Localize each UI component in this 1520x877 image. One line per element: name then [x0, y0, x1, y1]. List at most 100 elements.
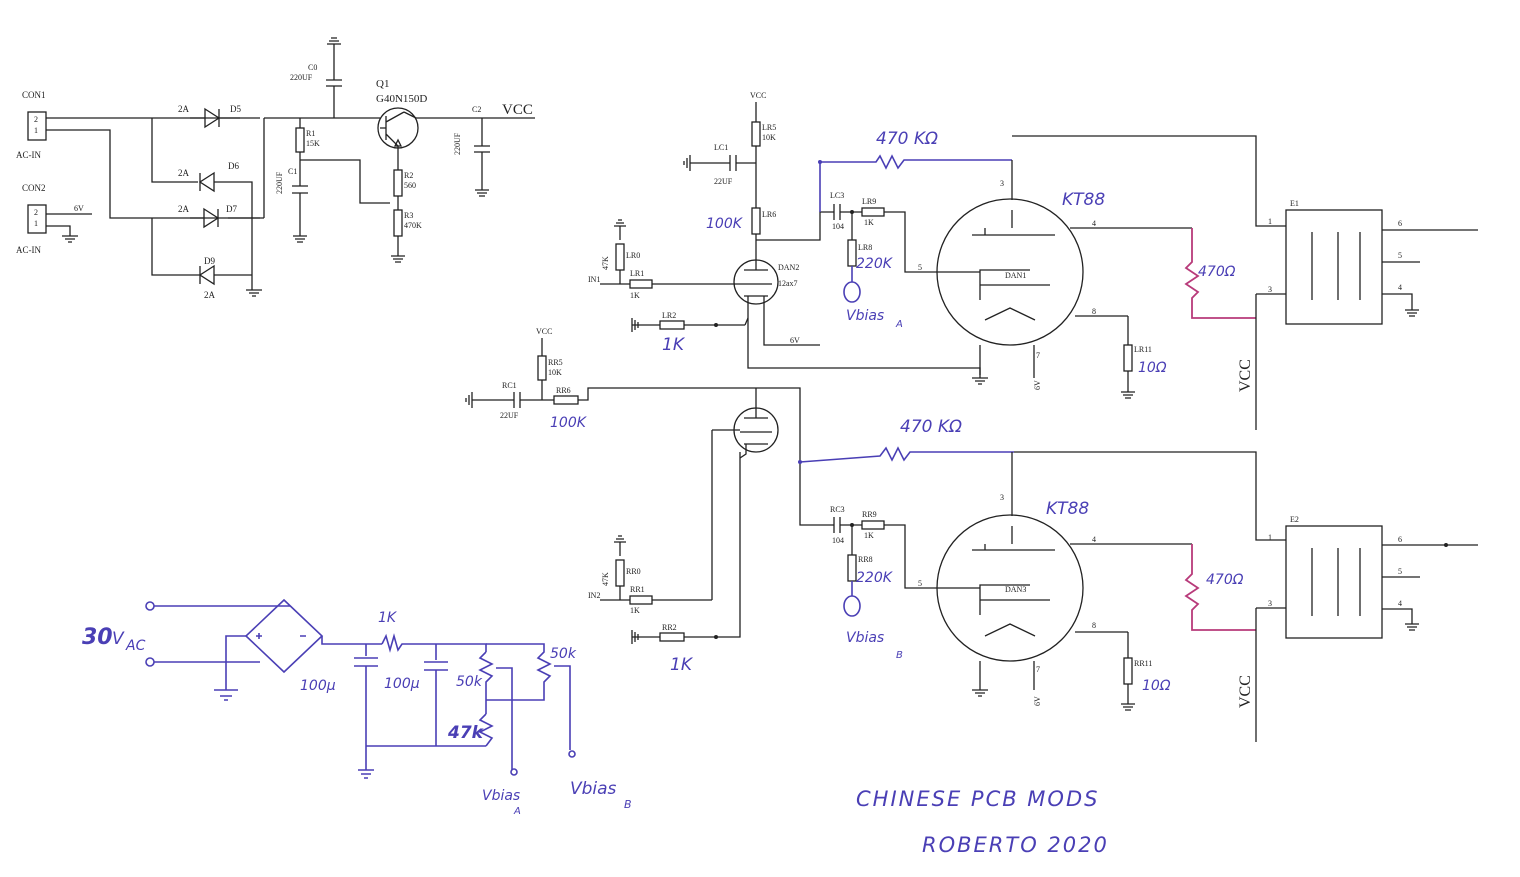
- e1-pin1: 1: [1268, 217, 1272, 226]
- c1-value: 220UF: [275, 171, 284, 194]
- rr6-value-hand: 100K: [550, 415, 588, 431]
- r3-resistor: [393, 209, 403, 237]
- lr6-resistor: [751, 207, 761, 235]
- dan2-part: 12ax7: [778, 279, 798, 288]
- in1-label: IN1: [588, 275, 600, 284]
- rr11-resistor: [1123, 657, 1133, 685]
- dan3-heater-net: 6V: [1033, 696, 1042, 706]
- bias-c2-label: 100µ: [384, 676, 420, 692]
- rr0-label: RR0: [626, 567, 641, 576]
- channel-b-output: RC3 104 RR9 1K RR8 220K Vbias B 470 KΩ D…: [798, 417, 1478, 742]
- e2-pin4: 4: [1398, 599, 1402, 608]
- rc3-label: RC3: [830, 505, 845, 514]
- con1-label: CON1: [22, 90, 46, 100]
- lr11-resistor: [1123, 344, 1133, 372]
- lr0-value: 47K: [601, 256, 610, 270]
- out-b-sub: B: [624, 798, 632, 811]
- d7-rating: 2A: [178, 204, 190, 214]
- rr9-value: 1K: [864, 531, 874, 540]
- dan3-pin8: 8: [1092, 621, 1096, 630]
- c0-label: C0: [308, 63, 317, 72]
- lr0-resistor: [615, 243, 625, 271]
- c2-capacitor: [474, 118, 490, 197]
- out-a-sub: A: [513, 806, 521, 817]
- con1-type: AC-IN: [16, 150, 41, 160]
- lc3-value: 104: [832, 222, 844, 231]
- con2-net-6v: 6V: [74, 204, 84, 213]
- dan3-pin7: 7: [1036, 665, 1040, 674]
- lr0-label: LR0: [626, 251, 640, 260]
- kt88-a-label: KT88: [1062, 190, 1105, 210]
- d6-label: D6: [228, 161, 239, 171]
- lr1-value: 1K: [630, 291, 640, 300]
- con1-connector: [27, 111, 47, 141]
- d7-diode: [190, 207, 220, 229]
- in2-label: IN2: [588, 591, 600, 600]
- lc1-label: LC1: [714, 143, 728, 152]
- lr2-resistor: [659, 320, 685, 330]
- lr1-resistor: [629, 279, 653, 289]
- lr2-label: LR2: [662, 311, 676, 320]
- con2-type: AC-IN: [16, 245, 41, 255]
- vbias-a-label: Vbias: [846, 308, 884, 324]
- channel-a-output: LC3 104 LR9 1K LR8 220K Vbias A 470 KΩ D…: [818, 129, 1478, 430]
- r2-value: 560: [404, 181, 416, 190]
- con2-label: CON2: [22, 183, 46, 193]
- e2-pin5: 5: [1398, 567, 1402, 576]
- d5-label: D5: [230, 104, 241, 114]
- e2-pin6: 6: [1398, 535, 1402, 544]
- dan2-label: DAN2: [778, 263, 799, 272]
- rr8-resistor: [847, 554, 857, 582]
- rr5-net-label: VCC: [536, 327, 552, 336]
- dan1-pin8: 8: [1092, 307, 1096, 316]
- dan3-pin5: 5: [918, 579, 922, 588]
- bias-c1-label: 100µ: [300, 678, 336, 694]
- lr11-label: LR11: [1134, 345, 1152, 354]
- con2-pin1: 1: [34, 219, 38, 228]
- screen-b-label: 470Ω: [1206, 572, 1244, 588]
- lr9-label: LR9: [862, 197, 876, 206]
- c1-capacitor: [292, 185, 308, 243]
- e1-pin4: 4: [1398, 283, 1402, 292]
- dan3-label: DAN3: [1005, 585, 1026, 594]
- rc1-capacitor: [465, 392, 521, 408]
- rr1-label: RR1: [630, 585, 645, 594]
- rr8-value-hand: 220K: [856, 570, 894, 586]
- d5-rating: 2A: [178, 104, 190, 114]
- channel-b-preamp: VCC RR5 10K RC1 22UF RR6 100K RR0 47K IN…: [465, 327, 834, 675]
- screen-a-label: 470Ω: [1198, 264, 1236, 280]
- dan1-label: DAN1: [1005, 271, 1026, 280]
- rr11-label: RR11: [1134, 659, 1152, 668]
- dan1-pin7: 7: [1036, 351, 1040, 360]
- rc1-label: RC1: [502, 381, 517, 390]
- rc1-value: 22UF: [500, 411, 519, 420]
- vcc-rail-label: VCC: [502, 102, 533, 118]
- e1-pin5: 5: [1398, 251, 1402, 260]
- c0-capacitor: [326, 37, 342, 118]
- supply-voltage: 30: [82, 625, 113, 650]
- lr8-resistor: [847, 239, 857, 267]
- rr5-label: RR5: [548, 358, 563, 367]
- d7-label: D7: [226, 204, 237, 214]
- rr0-resistor: [615, 559, 625, 587]
- r1-label: R1: [306, 129, 315, 138]
- lr6-value-hand: 100K: [706, 216, 744, 232]
- con1-pin2: 2: [34, 115, 38, 124]
- rc3-capacitor: [833, 517, 862, 533]
- rr0-value: 47K: [601, 572, 610, 586]
- r2-resistor: [393, 169, 403, 197]
- lr6-label: LR6: [762, 210, 776, 219]
- rr2-value-hand: 1K: [670, 655, 694, 675]
- lr8-value-hand: 220K: [856, 256, 894, 272]
- bias-supply-sketch: 30 V AC 1K 100µ 100µ 50k 47k Vbias A 50k…: [82, 598, 632, 817]
- pot-b-label: 50k: [550, 646, 577, 662]
- d5-diode: [190, 107, 240, 129]
- con1-pin1: 1: [34, 126, 38, 135]
- c2-value: 220UF: [453, 132, 462, 155]
- lr5-value: 10K: [762, 133, 776, 142]
- rr5-value: 10K: [548, 368, 562, 377]
- rr9-label: RR9: [862, 510, 877, 519]
- out-b-label: Vbias: [570, 779, 617, 799]
- con2-pin2: 2: [34, 208, 38, 217]
